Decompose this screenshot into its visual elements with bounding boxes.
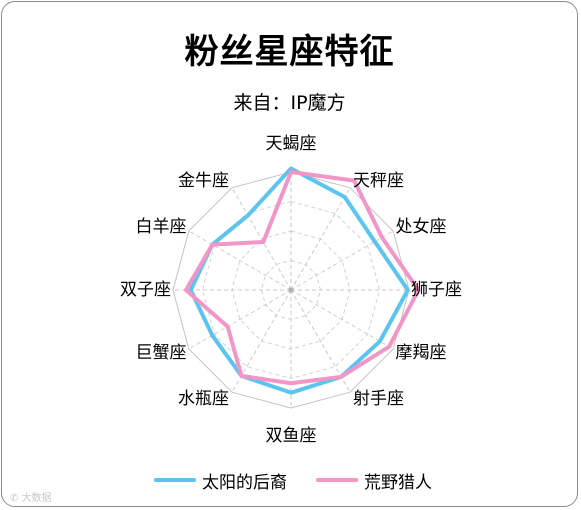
legend-label-series-2: 荒野猎人 xyxy=(364,472,432,493)
axis-label-12: 金牛座 xyxy=(178,171,229,191)
axis-label-5: 摩羯座 xyxy=(395,343,446,363)
legend: 太阳的后裔 荒野猎人 xyxy=(2,468,577,493)
axis-label-4: 狮子座 xyxy=(411,280,462,300)
grid-spoke-2 xyxy=(290,187,351,291)
watermark-logo-icon: ✆ xyxy=(10,493,22,504)
grid-spoke-9 xyxy=(188,289,292,350)
series-line-1 xyxy=(188,166,410,395)
legend-item-series-2: 荒野猎人 xyxy=(316,468,432,493)
legend-swatch-series-2 xyxy=(316,478,358,482)
axis-label-7: 双鱼座 xyxy=(266,426,317,446)
grid-spoke-5 xyxy=(290,289,394,350)
watermark: ✆ 大数据 xyxy=(10,489,52,504)
legend-item-series-1: 太阳的后裔 xyxy=(154,468,287,493)
grid-spoke-3 xyxy=(290,230,394,291)
radar-grid xyxy=(172,171,410,409)
axis-label-3: 处女座 xyxy=(395,217,446,237)
axis-label-11: 白羊座 xyxy=(136,217,187,237)
axis-label-1: 天蝎座 xyxy=(266,134,317,154)
axis-label-9: 巨蟹座 xyxy=(136,343,187,363)
radar-series xyxy=(183,166,421,395)
axis-label-2: 天秤座 xyxy=(353,171,404,191)
grid-spoke-11 xyxy=(188,230,292,291)
axis-label-10: 双子座 xyxy=(120,280,171,300)
axis-label-6: 射手座 xyxy=(353,389,404,409)
grid-ring-4 xyxy=(172,171,410,409)
grid-spoke-12 xyxy=(231,187,292,291)
chart-title: 粉丝星座特征 xyxy=(184,32,395,72)
legend-swatch-series-1 xyxy=(154,478,196,482)
watermark-text: 大数据 xyxy=(21,493,52,504)
legend-label-series-1: 太阳的后裔 xyxy=(202,472,287,493)
axis-label-8: 水瓶座 xyxy=(178,389,229,409)
radar-center-dot xyxy=(288,287,294,293)
chart-subtitle: 来自：IP魔方 xyxy=(233,92,346,114)
series-line-2 xyxy=(183,170,421,386)
